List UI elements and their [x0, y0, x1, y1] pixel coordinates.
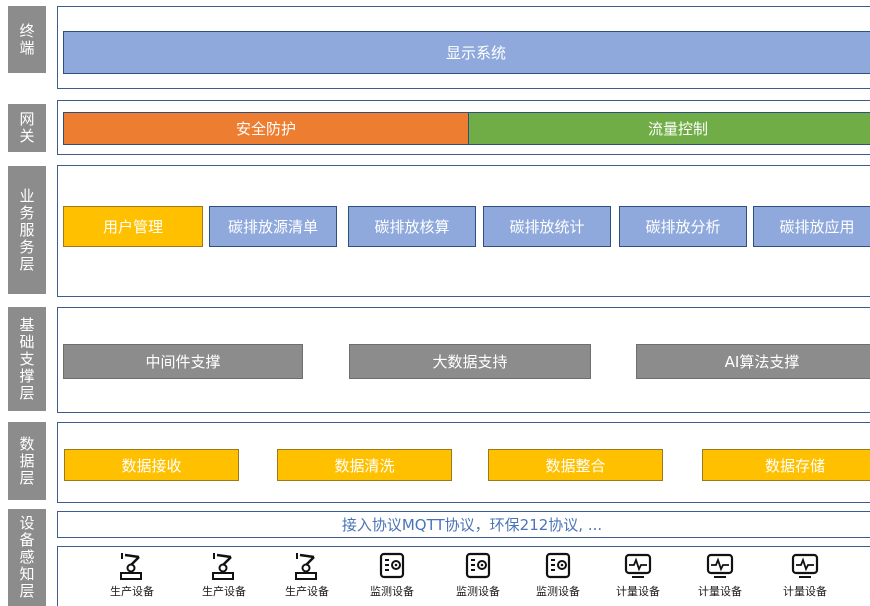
layer-label-business: 业务服务层: [8, 166, 46, 294]
business-panel: 用户管理 碳排放源清单 碳排放核算 碳排放统计 碳排放分析 碳排放应用: [57, 165, 870, 297]
device-metering-2: 计量设备: [690, 551, 750, 599]
pulse-monitor-icon: [791, 553, 819, 578]
device-label: 计量设备: [783, 585, 827, 598]
flow-control-box: 流量控制: [468, 112, 870, 145]
layer-label-data: 数据层: [8, 422, 46, 500]
device-monitoring-2: 监测设备: [448, 551, 508, 599]
business-item-application: 碳排放应用: [753, 206, 870, 247]
device-metering-3: 计量设备: [775, 551, 835, 599]
device-panel: 生产设备 生产设备 生产设备 监测设备: [57, 546, 870, 606]
layer-label-foundation: 基础支撑层: [8, 307, 46, 411]
business-item-accounting: 碳排放核算: [348, 206, 476, 247]
device-label: 生产设备: [285, 585, 329, 598]
business-item-source-list: 碳排放源清单: [209, 206, 337, 247]
pulse-monitor-icon: [624, 553, 652, 578]
foundation-panel: 中间件支撑 大数据支持 AI算法支撑: [57, 307, 870, 413]
data-item-integrate: 数据整合: [488, 449, 663, 481]
data-item-clean: 数据清洗: [277, 449, 452, 481]
device-production-2: 生产设备: [194, 551, 254, 599]
device-metering-1: 计量设备: [608, 551, 668, 599]
security-box: 安全防护: [63, 112, 469, 145]
data-item-receive: 数据接收: [64, 449, 239, 481]
data-panel: 数据接收 数据清洗 数据整合 数据存储: [57, 422, 870, 503]
device-monitoring-1: 监测设备: [362, 551, 422, 599]
business-item-statistics: 碳排放统计: [483, 206, 611, 247]
display-system-box: 显示系统: [63, 31, 870, 74]
foundation-item-middleware: 中间件支撑: [63, 344, 303, 379]
pulse-monitor-icon: [706, 553, 734, 578]
monitor-gear-icon: [465, 552, 491, 579]
business-item-user-management: 用户管理: [63, 206, 203, 247]
foundation-item-big-data: 大数据支持: [349, 344, 591, 379]
protocol-bar: 接入协议MQTT协议，环保212协议, ...: [57, 511, 870, 538]
device-label: 生产设备: [202, 585, 246, 598]
robot-arm-icon: [212, 553, 234, 580]
device-label: 监测设备: [370, 585, 414, 598]
layer-label-gateway: 网关: [8, 104, 46, 152]
business-item-analysis: 碳排放分析: [619, 206, 747, 247]
device-production-1: 生产设备: [102, 551, 162, 599]
monitor-gear-icon: [545, 552, 571, 579]
terminal-panel: 显示系统: [57, 6, 870, 89]
device-label: 生产设备: [110, 585, 154, 598]
layer-label-device: 设备感知层: [8, 509, 46, 606]
device-label: 监测设备: [456, 585, 500, 598]
monitor-gear-icon: [379, 552, 405, 579]
device-label: 计量设备: [616, 585, 660, 598]
data-item-storage: 数据存储: [702, 449, 870, 481]
layer-label-terminal: 终端: [8, 6, 46, 73]
device-label: 监测设备: [536, 585, 580, 598]
device-monitoring-3: 监测设备: [528, 551, 588, 599]
gateway-panel: 安全防护 流量控制: [57, 100, 870, 155]
robot-arm-icon: [295, 553, 317, 580]
device-production-3: 生产设备: [277, 551, 337, 599]
robot-arm-icon: [120, 553, 142, 580]
device-label: 计量设备: [698, 585, 742, 598]
foundation-item-ai: AI算法支撑: [636, 344, 870, 379]
